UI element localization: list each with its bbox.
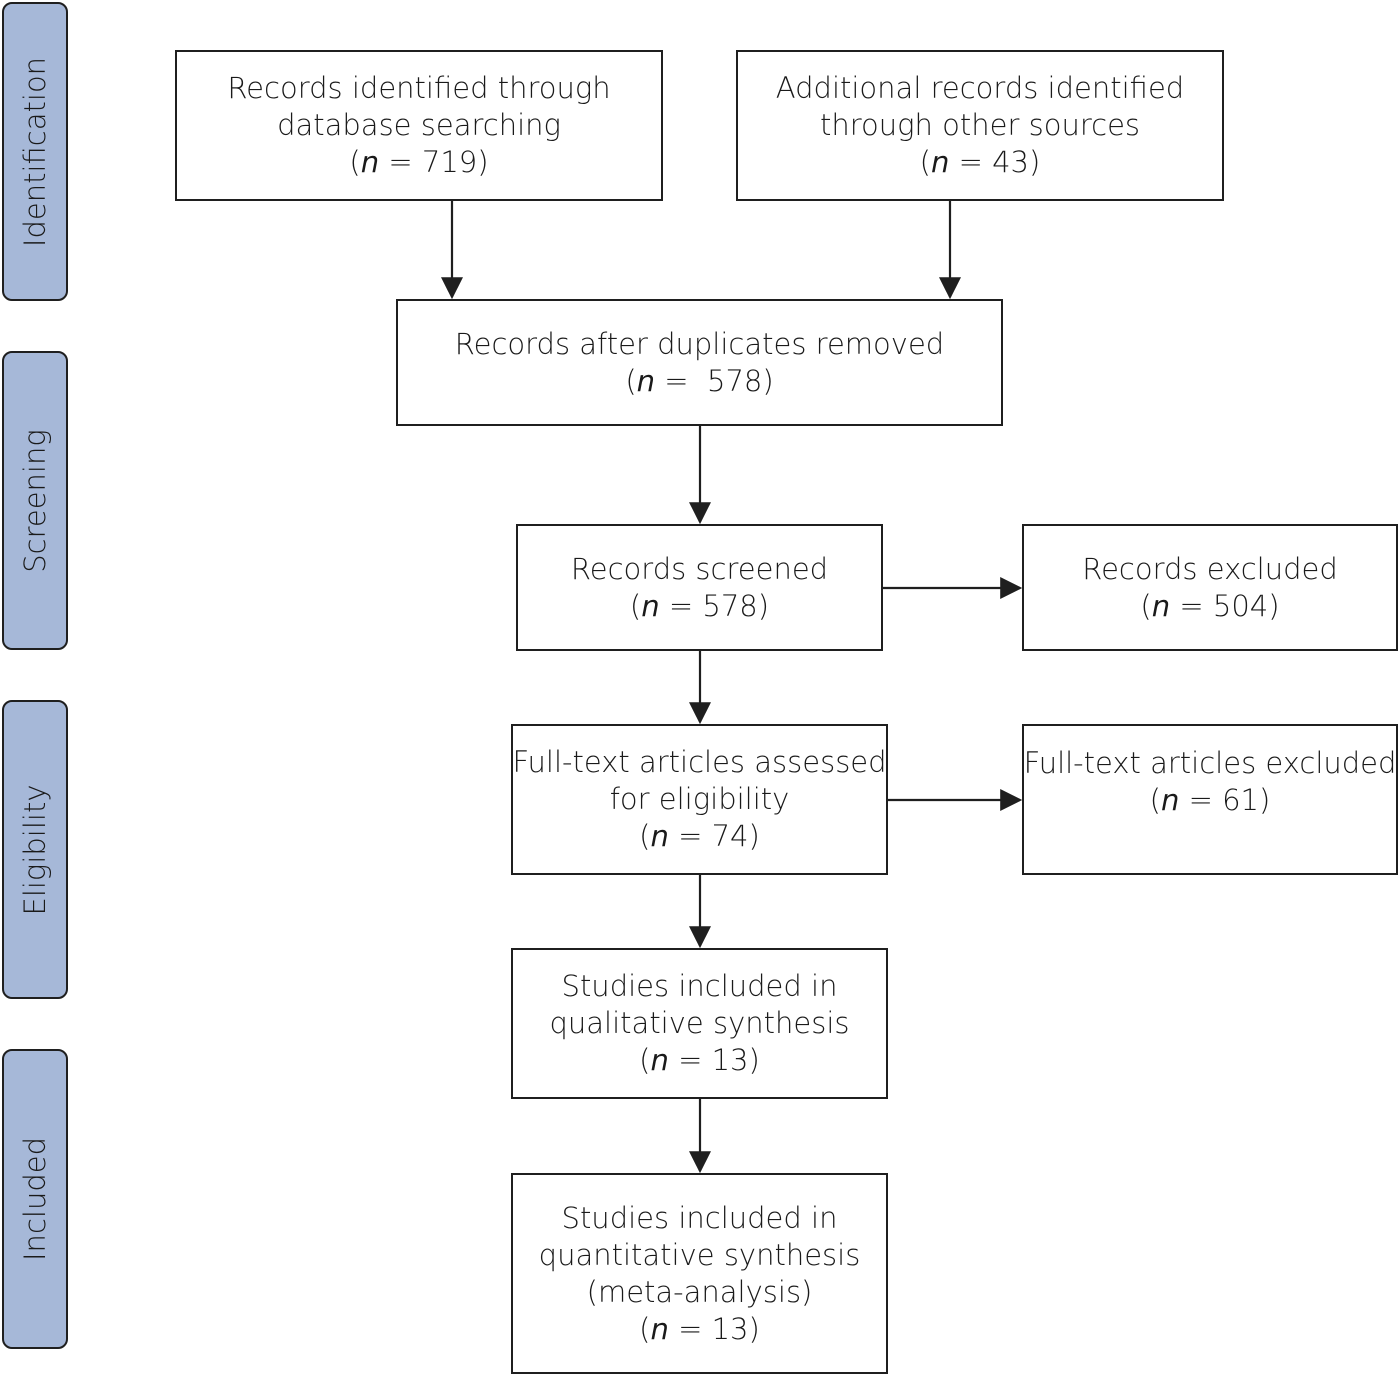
box-count: (n = 13) (639, 1043, 760, 1077)
box-count: (n = 504) (1140, 588, 1280, 623)
box-text-line: Records screened (570, 551, 829, 586)
box-fulltext-assessed: Full-text articles assessed for eligibil… (511, 724, 888, 875)
stage-eligibility: Eligibility (2, 700, 68, 999)
box-text-line: Full-text articles excluded (1023, 745, 1397, 780)
count-equals: = (659, 588, 703, 623)
count-value: 13 (711, 1311, 749, 1346)
count-equals: = (1170, 588, 1213, 623)
count-equals: = (668, 1043, 712, 1077)
count-symbol: n (650, 819, 669, 853)
box-text-line: Full-text articles assessed (512, 745, 887, 779)
count-symbol: n (1160, 782, 1180, 817)
box-count: (n = 74) (639, 819, 760, 853)
count-symbol: n (650, 1043, 669, 1077)
box-text-line: Studies included in (561, 1200, 838, 1235)
box-text-line: quantitative synthesis (538, 1237, 861, 1272)
box-text-line: Additional records identified (775, 71, 1185, 105)
count-value: 43 (992, 145, 1030, 179)
count-equals: = (949, 145, 993, 179)
count-value: 61 (1222, 782, 1260, 817)
stage-screening: Screening (2, 351, 68, 650)
box-text-line: qualitative synthesis (549, 1006, 850, 1040)
count-symbol: n (636, 363, 656, 398)
box-qualitative: Studies included in qualitative synthesi… (511, 948, 888, 1099)
box-count: (n = 13) (639, 1311, 760, 1346)
box-text-line: through other sources (819, 108, 1141, 142)
box-text-line: Records identified through (227, 71, 611, 105)
box-text-line: for eligibility (609, 782, 790, 816)
box-count: (n = 578) (625, 363, 774, 398)
box-screened: Records screened (n = 578) (516, 524, 883, 651)
count-equals: = (1179, 782, 1223, 817)
box-text-line: Records after duplicates removed (454, 326, 945, 361)
count-equals: = (668, 819, 712, 853)
count-value: 578 (702, 588, 758, 623)
count-value: 13 (711, 1043, 749, 1077)
count-equals: = (655, 363, 698, 398)
stage-included: Included (2, 1049, 68, 1349)
count-symbol: n (641, 588, 660, 623)
box-other-sources: Additional records identified through ot… (736, 50, 1224, 201)
box-fulltext-excluded: Full-text articles excluded (n = 61) (1022, 724, 1398, 875)
box-text-line: database searching (277, 108, 561, 142)
box-count: (n = 61) (1149, 782, 1271, 817)
box-text-line: (meta-analysis) (586, 1274, 813, 1309)
count-value: 719 (421, 145, 478, 179)
box-count: (n = 719) (349, 145, 489, 179)
count-equals: = (379, 145, 422, 179)
box-quantitative: Studies included in quantitative synthes… (511, 1173, 888, 1374)
count-symbol: n (930, 145, 950, 179)
count-equals: = (668, 1311, 712, 1346)
count-value: 578 (697, 363, 763, 398)
box-excluded: Records excluded (n = 504) (1022, 524, 1398, 651)
box-database-records: Records identified through database sear… (175, 50, 663, 201)
box-count: (n = 43) (919, 145, 1041, 179)
count-value: 74 (711, 819, 749, 853)
count-symbol: n (1151, 588, 1171, 623)
box-text-line: Records excluded (1082, 551, 1338, 586)
box-text-line: Studies included in (561, 969, 838, 1003)
count-symbol: n (360, 145, 380, 179)
box-count: (n = 578) (629, 588, 770, 623)
stage-identification: Identification (2, 2, 68, 301)
count-value: 504 (1212, 588, 1269, 623)
count-symbol: n (650, 1311, 669, 1346)
box-after-duplicates: Records after duplicates removed (n = 57… (396, 299, 1003, 426)
